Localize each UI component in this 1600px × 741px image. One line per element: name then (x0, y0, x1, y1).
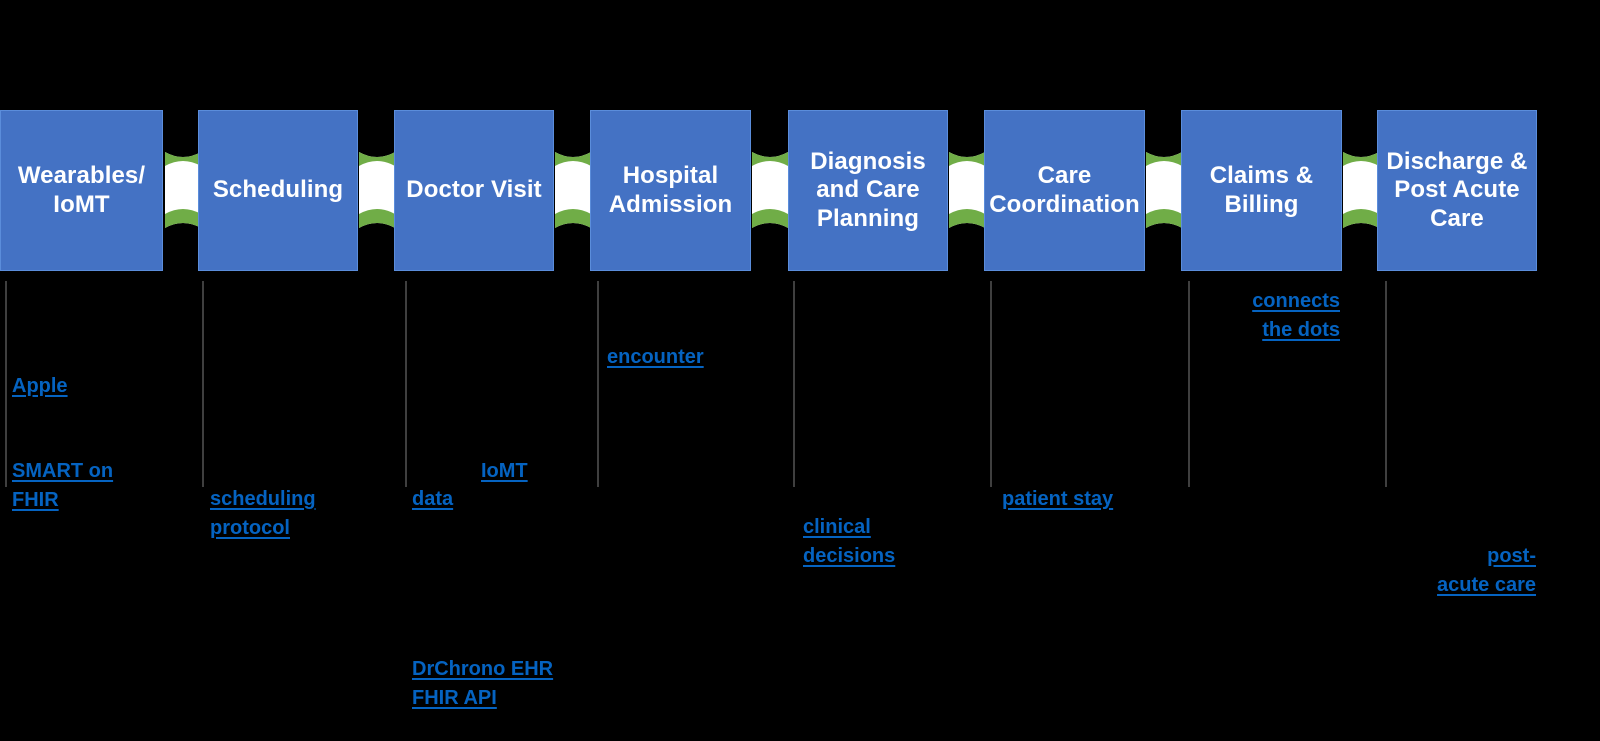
leader-line-7 (1188, 281, 1190, 487)
stage-label-care-coordination: Care Coordination (989, 162, 1140, 218)
leader-line-5 (793, 281, 795, 487)
leader-line-8 (1385, 281, 1387, 487)
leader-line-1 (5, 281, 7, 487)
connector-2 (357, 146, 397, 234)
stage-box-doctor-visit[interactable]: Doctor Visit (394, 110, 554, 271)
note-link-clinical-decisions[interactable]: clinical decisions (803, 516, 896, 567)
note-link-encounter[interactable]: encounter (607, 346, 704, 368)
stage-label-hospital-admission: Hospital Admission (608, 162, 733, 218)
connector-6 (1144, 146, 1184, 234)
connector-1 (163, 146, 203, 234)
note-link-drchrono-ehr-fhir-api[interactable]: DrChrono EHR FHIR API (412, 658, 554, 709)
connector-4 (750, 146, 790, 234)
stage-label-claims-billing: Claims & Billing (1209, 162, 1314, 218)
stage-label-doctor-visit: Doctor Visit (406, 176, 542, 204)
note-link-smart-on-fhir[interactable]: SMART on FHIR (12, 460, 114, 511)
note-link-post-acute-care[interactable]: post- acute care (1437, 545, 1536, 596)
note-link-iomt[interactable]: IoMT (481, 460, 528, 482)
stage-box-hospital-admission[interactable]: Hospital Admission (590, 110, 751, 271)
stage-box-discharge-post-acute[interactable]: Discharge & Post Acute Care (1377, 110, 1537, 271)
stage-box-scheduling[interactable]: Scheduling (198, 110, 358, 271)
connector-3 (553, 146, 593, 234)
connector-7 (1341, 146, 1381, 234)
stage-label-discharge-post-acute: Discharge & Post Acute Care (1386, 148, 1528, 232)
leader-line-4 (597, 281, 599, 487)
note-link-scheduling-protocol[interactable]: scheduling protocol (210, 488, 316, 539)
leader-line-2 (202, 281, 204, 487)
stage-box-care-coordination[interactable]: Care Coordination (984, 110, 1145, 271)
stage-label-scheduling: Scheduling (212, 176, 344, 204)
stage-label-diagnosis-care-planning: Diagnosis and Care Planning (810, 148, 926, 232)
stage-label-wearables: Wearables/ IoMT (17, 162, 146, 218)
note-link-apple[interactable]: Apple (12, 375, 68, 397)
note-link-patient-stay[interactable]: patient stay (1002, 488, 1114, 510)
connector-5 (947, 146, 987, 234)
leader-line-3 (405, 281, 407, 487)
leader-line-6 (990, 281, 992, 487)
stage-box-wearables[interactable]: Wearables/ IoMT (0, 110, 163, 271)
note-link-connects-the-dots[interactable]: connects the dots (1252, 290, 1340, 341)
stage-box-diagnosis-care-planning[interactable]: Diagnosis and Care Planning (788, 110, 948, 271)
note-link-data[interactable]: data (412, 488, 454, 510)
stage-box-claims-billing[interactable]: Claims & Billing (1181, 110, 1342, 271)
